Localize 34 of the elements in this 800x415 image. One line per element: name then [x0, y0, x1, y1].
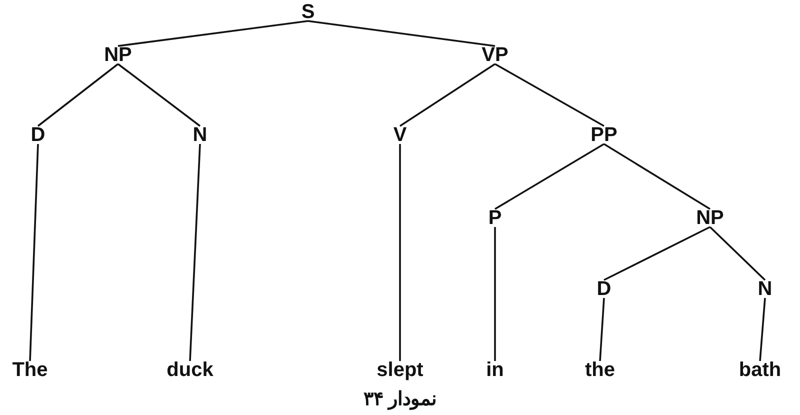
tree-branch [494, 63, 604, 127]
tree-branch [37, 63, 119, 127]
word-label: bath [738, 360, 782, 380]
tree-branch [494, 227, 496, 361]
category-label: N [192, 125, 208, 145]
category-label: N [756, 279, 774, 299]
word-label: in [485, 360, 505, 380]
tree-branch [189, 144, 201, 362]
category-label: VP [480, 45, 510, 65]
category-label: NP [103, 45, 133, 65]
word-label: duck [166, 360, 214, 380]
tree-branch [118, 20, 308, 47]
tree-branch [759, 298, 766, 362]
tree-branch [117, 63, 201, 127]
category-label: P [487, 208, 503, 228]
category-label: D [30, 125, 46, 145]
category-label: D [596, 279, 612, 299]
category-label: V [392, 125, 408, 145]
word-label: The [11, 360, 49, 380]
tree-branch [599, 298, 605, 362]
word-label: slept [376, 360, 424, 380]
tree-branch [494, 143, 604, 210]
tree-branch [29, 144, 39, 362]
figure-caption: نمودار ۳۴ [363, 388, 437, 411]
tree-branch [709, 226, 766, 281]
tree-branch [604, 143, 710, 210]
tree-branch [399, 144, 401, 361]
tree-branch [400, 63, 496, 127]
category-label: S [300, 2, 316, 22]
word-label: the [584, 360, 616, 380]
category-label: PP [590, 125, 618, 145]
tree-branch [308, 20, 496, 47]
tree-branch [604, 226, 710, 281]
category-label: NP [695, 208, 725, 228]
